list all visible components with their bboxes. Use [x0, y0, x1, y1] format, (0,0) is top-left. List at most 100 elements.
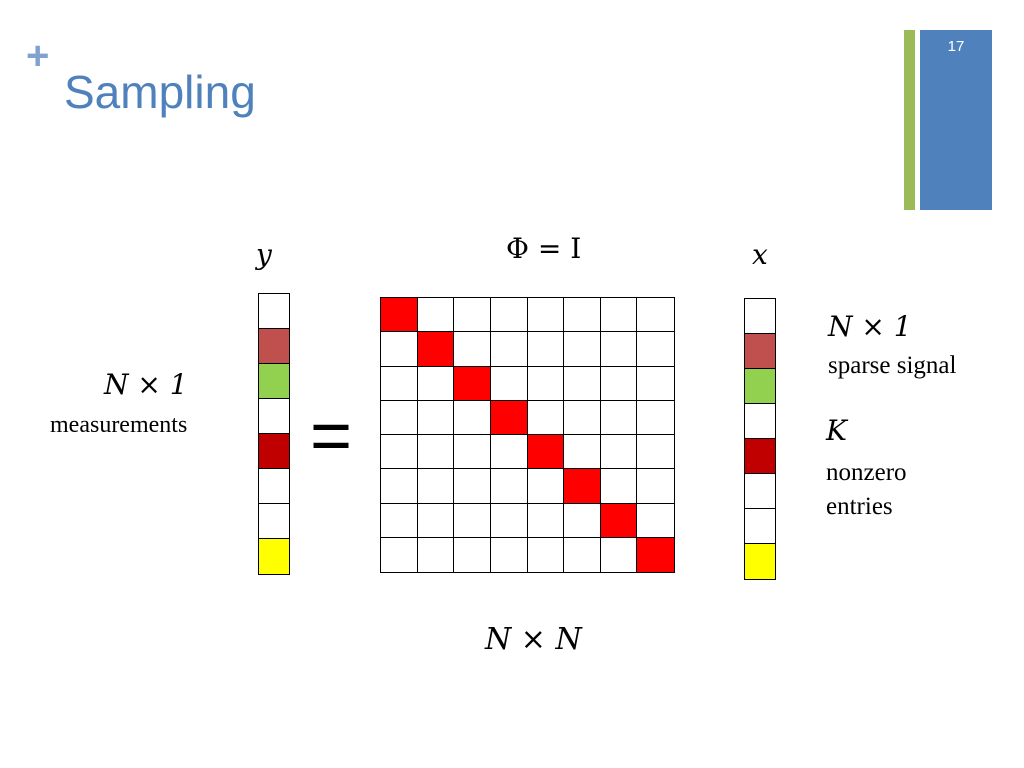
matrix-phi — [380, 297, 675, 573]
matrix-cell — [600, 435, 638, 470]
equals-sign: = — [310, 396, 353, 476]
matrix-cell — [417, 435, 455, 470]
matrix-diagonal-cell — [564, 469, 601, 504]
matrix-cell — [600, 298, 638, 333]
matrix-cell — [637, 298, 674, 333]
matrix-cell — [490, 503, 528, 538]
matrix-cell — [564, 435, 601, 470]
matrix-cell — [600, 469, 638, 504]
nonzero-entries-label: nonzero entries — [826, 456, 907, 524]
matrix-cell — [381, 400, 418, 435]
vec-x-cell-4 — [744, 438, 776, 475]
matrix-cell — [381, 366, 418, 401]
matrix-cell — [454, 435, 491, 470]
vec-x-cell-0 — [744, 298, 776, 335]
matrix-cell — [490, 366, 528, 401]
vec-y-cell-7 — [258, 538, 290, 575]
matrix-cell — [381, 503, 418, 538]
label-x: x — [752, 238, 768, 271]
matrix-cell — [637, 400, 674, 435]
matrix-cell — [527, 400, 565, 435]
matrix-cell — [600, 332, 638, 367]
matrix-cell — [381, 469, 418, 504]
matrix-cell — [454, 298, 491, 333]
entries-line: entries — [826, 493, 893, 520]
matrix-cell — [637, 435, 674, 470]
matrix-cell — [527, 366, 565, 401]
matrix-cell — [564, 537, 601, 572]
vector-x — [744, 298, 776, 580]
nonzero-line: nonzero — [826, 459, 907, 486]
matrix-cell — [454, 332, 491, 367]
matrix-cell — [417, 503, 455, 538]
matrix-cell — [564, 503, 601, 538]
vec-y-cell-2 — [258, 363, 290, 400]
matrix-dimension-label: N × N — [485, 622, 582, 657]
matrix-cell — [564, 332, 601, 367]
page-number: 17 — [947, 38, 965, 55]
matrix-cell — [637, 469, 674, 504]
matrix-cell — [600, 400, 638, 435]
matrix-cell — [490, 298, 528, 333]
sparse-signal-label: sparse signal — [828, 352, 957, 379]
label-phi-equals-identity: Φ = I — [506, 232, 582, 265]
matrix-cell — [381, 537, 418, 572]
matrix-cell — [527, 537, 565, 572]
matrix-cell — [527, 503, 565, 538]
k-label: K — [826, 414, 847, 447]
vec-x-cell-6 — [744, 508, 776, 545]
matrix-diagonal-cell — [417, 332, 455, 367]
matrix-diagonal-cell — [490, 400, 528, 435]
matrix-cell — [417, 537, 455, 572]
vec-y-cell-1 — [258, 328, 290, 365]
matrix-cell — [490, 435, 528, 470]
matrix-cell — [527, 298, 565, 333]
matrix-cell — [490, 332, 528, 367]
vec-y-cell-3 — [258, 398, 290, 435]
matrix-cell — [454, 469, 491, 504]
matrix-cell — [637, 503, 674, 538]
matrix-cell — [637, 366, 674, 401]
vec-x-cell-2 — [744, 368, 776, 405]
vec-y-cell-0 — [258, 293, 290, 330]
matrix-cell — [527, 332, 565, 367]
slide-bullet-plus: + — [26, 34, 50, 78]
vec-x-cell-5 — [744, 473, 776, 510]
accent-bar-blue — [920, 30, 992, 210]
vec-x-cell-1 — [744, 333, 776, 370]
vec-y-cell-5 — [258, 468, 290, 505]
y-dimension-label: N × 1 — [104, 368, 188, 401]
measurements-label: measurements — [50, 412, 188, 438]
matrix-cell — [417, 366, 455, 401]
label-y: y — [256, 238, 272, 271]
matrix-cell — [417, 400, 455, 435]
matrix-diagonal-cell — [637, 537, 674, 572]
slide-title: Sampling — [64, 66, 256, 118]
x-dimension-label: N × 1 — [828, 310, 912, 343]
matrix-cell — [490, 537, 528, 572]
matrix-cell — [417, 298, 455, 333]
matrix-cell — [600, 366, 638, 401]
matrix-cell — [564, 366, 601, 401]
matrix-cell — [564, 400, 601, 435]
matrix-cell — [454, 537, 491, 572]
vec-x-cell-7 — [744, 543, 776, 580]
matrix-cell — [381, 332, 418, 367]
matrix-cell — [490, 469, 528, 504]
vec-y-cell-6 — [258, 503, 290, 540]
accent-bar-green — [904, 30, 915, 210]
matrix-cell — [637, 332, 674, 367]
matrix-diagonal-cell — [600, 503, 638, 538]
matrix-cell — [454, 503, 491, 538]
matrix-diagonal-cell — [527, 435, 565, 470]
matrix-cell — [564, 298, 601, 333]
vector-y — [258, 293, 290, 575]
vec-y-cell-4 — [258, 433, 290, 470]
matrix-cell — [600, 537, 638, 572]
matrix-cell — [454, 400, 491, 435]
vec-x-cell-3 — [744, 403, 776, 440]
matrix-cell — [381, 435, 418, 470]
matrix-diagonal-cell — [454, 366, 491, 401]
matrix-diagonal-cell — [381, 298, 418, 333]
matrix-cell — [527, 469, 565, 504]
